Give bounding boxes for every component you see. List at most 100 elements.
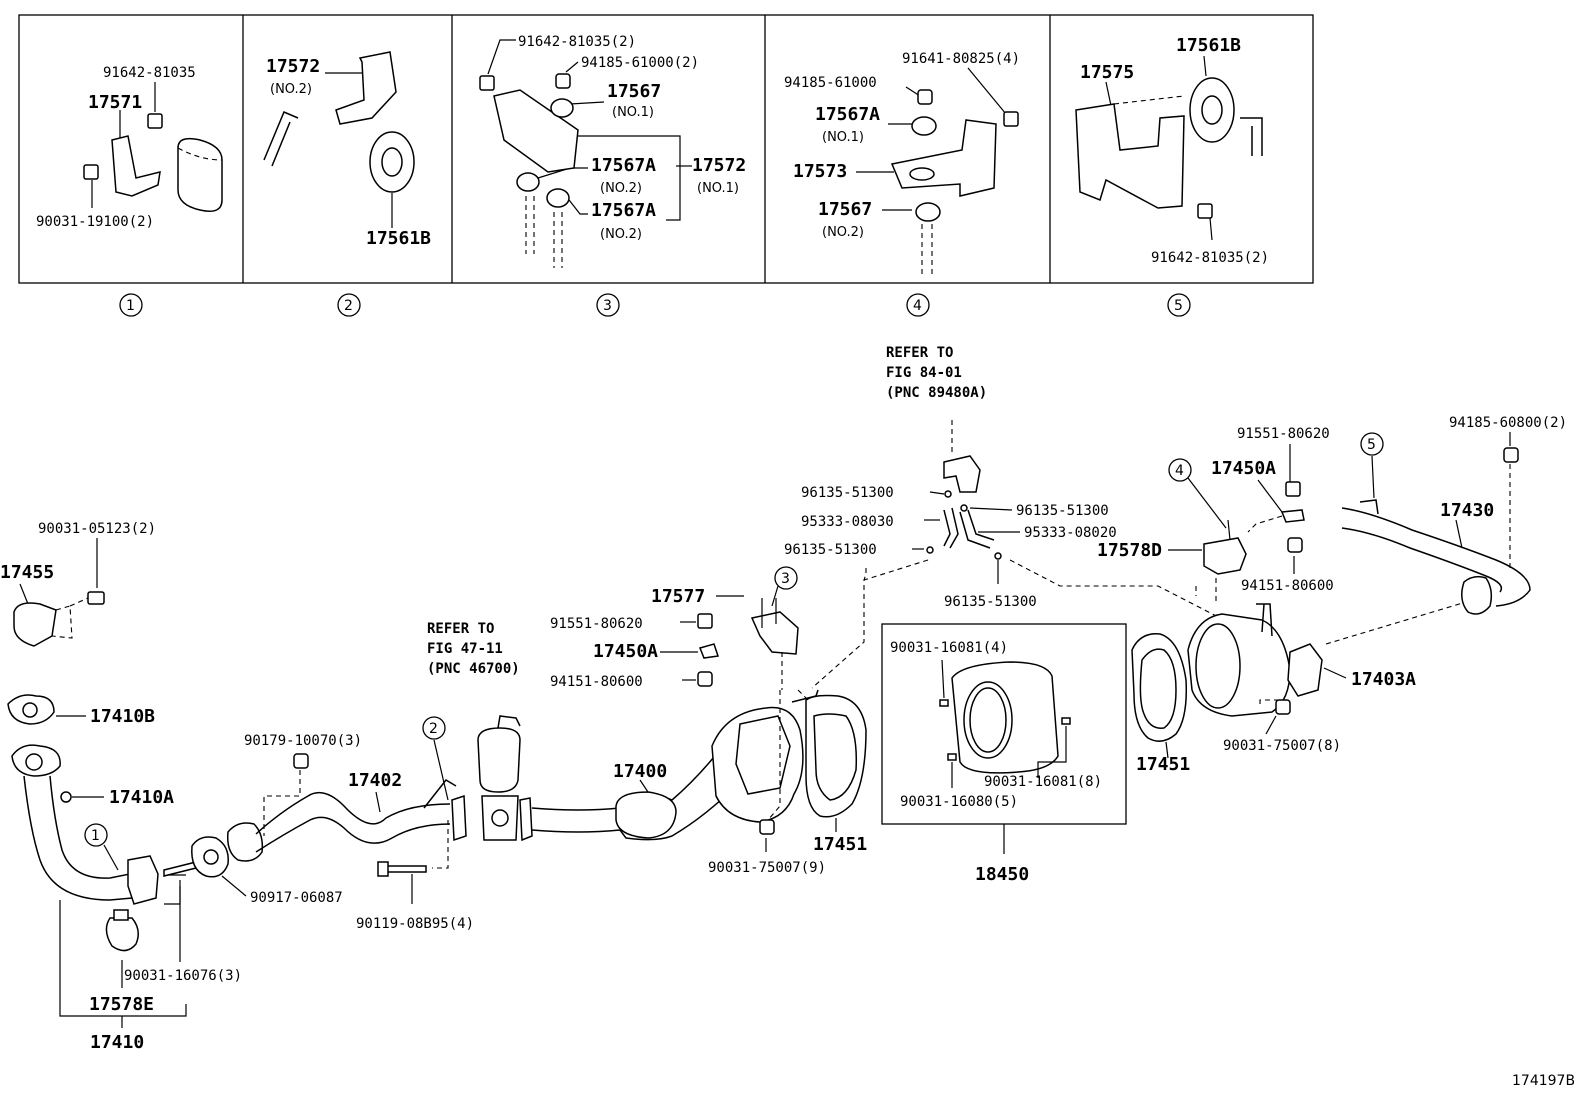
- cushion-17567A-2: [546, 188, 570, 208]
- nut-icon: [1275, 699, 1291, 715]
- label-94151-80600: 94151-80600: [550, 674, 643, 690]
- label-90031-75007-8: 90031-75007(8): [1223, 738, 1341, 754]
- circle-label-3: 3: [781, 571, 790, 587]
- label-96135-51300-d: 96135-51300: [944, 594, 1037, 610]
- label-17410B: 17410B: [90, 706, 155, 727]
- bolt-icon: [87, 591, 105, 605]
- mount-rubber-17561B: [1189, 77, 1235, 143]
- label-17575: 17575: [1080, 62, 1134, 83]
- label-90179-10070: 90179-10070(3): [244, 733, 362, 749]
- mount-rubber-17561B: [369, 131, 415, 193]
- label-no2: (NO.2): [600, 181, 642, 196]
- valve-46700: [477, 727, 521, 793]
- label-no1: (NO.1): [697, 181, 739, 196]
- refer-note-1-pnc: (PNC 89480A): [886, 385, 987, 401]
- label-90031-19100: 90031-19100(2): [36, 214, 154, 230]
- refer-note-2: REFER TO: [427, 621, 494, 637]
- clip-icon: [994, 552, 1002, 560]
- label-17567A: 17567A: [591, 155, 656, 176]
- refer-note-1: REFER TO: [886, 345, 953, 361]
- refer-note-1-fig: FIG 84-01: [886, 365, 962, 381]
- bracket-17572-no1: [493, 89, 579, 173]
- gasket-icon: [451, 794, 467, 842]
- label-17403A: 17403A: [1351, 669, 1416, 690]
- circle-label-1: 1: [126, 298, 135, 314]
- nut-icon: [555, 73, 571, 89]
- converter-body: [711, 706, 804, 823]
- label-96135-51300-a: 96135-51300: [801, 485, 894, 501]
- label-17578D: 17578D: [1097, 540, 1162, 561]
- clip-icon: [960, 504, 968, 512]
- label-95333-08020: 95333-08020: [1024, 525, 1117, 541]
- plate-17450A: [1280, 509, 1305, 523]
- clamp-icon: [177, 137, 223, 212]
- label-17573: 17573: [793, 161, 847, 182]
- nut-icon: [697, 671, 713, 687]
- front-pipe-17410: [23, 775, 133, 901]
- circle-label-2: 2: [429, 721, 438, 737]
- cushion-17567A: [516, 172, 540, 192]
- bolt-icon: [83, 164, 99, 180]
- nut-icon: [60, 791, 72, 803]
- circle-label-4: 4: [1175, 463, 1184, 479]
- label-17430: 17430: [1440, 500, 1494, 521]
- tail-flange: [1461, 575, 1493, 615]
- bracket-17571: [111, 135, 161, 197]
- pin-icon: [939, 699, 949, 707]
- gasket-90917-06087: [191, 836, 229, 878]
- gasket-17410B: [7, 694, 55, 725]
- label-91642-81035-2: 91642-81035(2): [1151, 250, 1269, 266]
- label-90031-05123: 90031-05123(2): [38, 521, 156, 537]
- label-91551-80620-b: 91551-80620: [1237, 426, 1330, 442]
- label-96135-51300-b: 96135-51300: [1016, 503, 1109, 519]
- clamp-17578E: [105, 917, 139, 952]
- flange-17402: [226, 822, 264, 862]
- figure-code: 174197B: [1512, 1073, 1575, 1089]
- nut-icon: [293, 753, 309, 769]
- cushion-17567A: [911, 116, 937, 136]
- label-no1: (NO.1): [822, 130, 864, 145]
- label-17561B: 17561B: [1176, 35, 1241, 56]
- label-17567: 17567: [818, 199, 872, 220]
- pin-icon: [947, 753, 957, 761]
- panel-3: 91642-81035(2) 94185-61000(2) 17567 (NO.…: [479, 34, 746, 317]
- nut-icon: [917, 89, 933, 105]
- label-17450A-b: 17450A: [1211, 458, 1276, 479]
- label-17577: 17577: [651, 586, 705, 607]
- label-17400: 17400: [613, 761, 667, 782]
- label-90031-16080-5: 90031-16080(5): [900, 794, 1018, 810]
- hose-95333-08030: [943, 507, 959, 549]
- label-90031-75007-9: 90031-75007(9): [708, 860, 826, 876]
- bolt-icon: [479, 75, 495, 91]
- pin-icon: [1061, 717, 1071, 725]
- label-91551-80620: 91551-80620: [550, 616, 643, 632]
- label-96135-51300-c: 96135-51300: [784, 542, 877, 558]
- flange-17410: [11, 744, 61, 777]
- label-no2: (NO.2): [600, 227, 642, 242]
- label-17410: 17410: [90, 1032, 144, 1053]
- label-no2: (NO.2): [822, 225, 864, 240]
- hose-95333-08020: [959, 509, 995, 549]
- sensor-89480A: [943, 455, 981, 493]
- cushion-17567: [550, 98, 574, 118]
- label-17451: 17451: [813, 834, 867, 855]
- heat-shield-18450: [951, 661, 1059, 774]
- circle-label-1: 1: [91, 828, 100, 844]
- refer-note-2-fig: FIG 47-11: [427, 641, 503, 657]
- bolt-icon: [147, 113, 163, 129]
- bracket-17577: [750, 611, 799, 655]
- label-17572: 17572: [692, 155, 746, 176]
- label-no2: (NO.2): [270, 82, 312, 97]
- nut-icon: [1287, 537, 1303, 553]
- label-18450: 18450: [975, 864, 1029, 885]
- panel-2: 17572 (NO.2) 17561B 2: [263, 51, 431, 317]
- label-90119-08B95: 90119-08B95(4): [356, 916, 474, 932]
- panel-4: 91641-80825(4) 94185-61000 17567A (NO.1)…: [784, 51, 1020, 317]
- label-17567A: 17567A: [815, 104, 880, 125]
- label-17567: 17567: [607, 81, 661, 102]
- plate-17450A: [698, 643, 719, 659]
- label-90917-06087: 90917-06087: [250, 890, 343, 906]
- bolt-icon: [1197, 203, 1213, 219]
- bolt-icon: [1003, 111, 1019, 127]
